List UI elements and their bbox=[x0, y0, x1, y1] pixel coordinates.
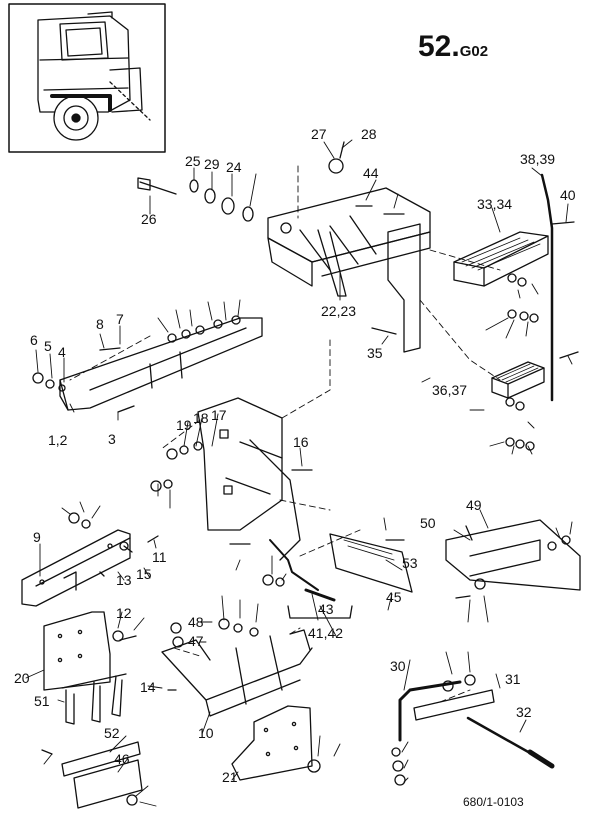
callout-18: 18 bbox=[193, 410, 209, 426]
support-arm-41 bbox=[269, 539, 353, 619]
callout-6: 6 bbox=[30, 332, 38, 348]
callout-47: 47 bbox=[188, 633, 204, 649]
callout-4: 4 bbox=[58, 344, 66, 360]
callout-32: 32 bbox=[516, 704, 532, 720]
callout-40: 40 bbox=[560, 187, 576, 203]
mud-flap-bottom bbox=[61, 741, 143, 809]
upper-step-tread bbox=[453, 231, 549, 287]
mudguard-subframe bbox=[161, 629, 313, 717]
callout-12: 12 bbox=[116, 605, 132, 621]
callout-1-2: 1,2 bbox=[48, 432, 68, 448]
callout-3: 3 bbox=[108, 431, 116, 447]
callout-49: 49 bbox=[466, 497, 482, 513]
support-rod bbox=[540, 173, 554, 402]
callout-52: 52 bbox=[104, 725, 120, 741]
callout-50: 50 bbox=[420, 515, 436, 531]
front-bumper-bracket bbox=[59, 317, 263, 411]
callout-46: 46 bbox=[114, 751, 130, 767]
callout-24: 24 bbox=[226, 159, 242, 175]
callout-43: 43 bbox=[318, 601, 334, 617]
callout-19: 19 bbox=[176, 417, 192, 433]
callout-25: 25 bbox=[185, 153, 201, 169]
callout-21: 21 bbox=[222, 769, 238, 785]
callout-26: 26 bbox=[141, 211, 157, 227]
title-sub: G02 bbox=[459, 43, 489, 60]
right-fender-panel bbox=[445, 519, 581, 591]
callout-38-39: 38,39 bbox=[520, 151, 556, 167]
clamp-strips bbox=[61, 673, 127, 725]
callout-22-23: 22,23 bbox=[321, 303, 357, 319]
truck-cab-inset bbox=[8, 3, 166, 153]
mud-flap-right bbox=[231, 705, 313, 781]
callout-35: 35 bbox=[367, 345, 383, 361]
callout-9: 9 bbox=[33, 529, 41, 545]
callout-33-34: 33,34 bbox=[477, 196, 513, 212]
callout-20: 20 bbox=[14, 670, 30, 686]
callout-17: 17 bbox=[211, 407, 227, 423]
callout-45: 45 bbox=[386, 589, 402, 605]
assembly-guide-lines bbox=[69, 165, 501, 703]
callout-13: 13 bbox=[116, 572, 132, 588]
page-title: 52.G02 bbox=[418, 30, 488, 64]
callout-44: 44 bbox=[363, 165, 379, 181]
callout-53: 53 bbox=[402, 555, 418, 571]
callout-48: 48 bbox=[188, 614, 204, 630]
callout-28: 28 bbox=[361, 126, 377, 142]
callout-11: 11 bbox=[152, 549, 167, 565]
lower-step-tread bbox=[491, 361, 545, 399]
callout-41-42: 41,42 bbox=[308, 625, 344, 641]
callout-31: 31 bbox=[505, 671, 521, 687]
callout-36-37: 36,37 bbox=[432, 382, 468, 398]
mudguard-support-bracket bbox=[197, 397, 301, 561]
callout-leaders bbox=[25, 139, 573, 807]
mounting-plate-45 bbox=[329, 533, 413, 593]
title-main: 52. bbox=[418, 30, 460, 63]
callout-7: 7 bbox=[116, 311, 124, 327]
callout-10: 10 bbox=[198, 725, 214, 741]
callout-5: 5 bbox=[44, 338, 52, 354]
callout-14: 14 bbox=[140, 679, 156, 695]
callout-30: 30 bbox=[390, 658, 406, 674]
fasteners bbox=[32, 141, 579, 806]
mud-flap-left bbox=[43, 611, 111, 691]
lower-right-pipe-assembly bbox=[398, 680, 555, 769]
callout-8: 8 bbox=[96, 316, 104, 332]
left-mounting-bracket bbox=[21, 529, 131, 607]
step-support-bracket bbox=[267, 187, 431, 353]
drawing-reference: 680/1-0103 bbox=[463, 795, 524, 809]
callout-27: 27 bbox=[311, 126, 327, 142]
callout-16: 16 bbox=[293, 434, 309, 450]
callout-15: 15 bbox=[136, 566, 152, 582]
callout-29: 29 bbox=[204, 156, 220, 172]
callout-51: 51 bbox=[34, 693, 50, 709]
